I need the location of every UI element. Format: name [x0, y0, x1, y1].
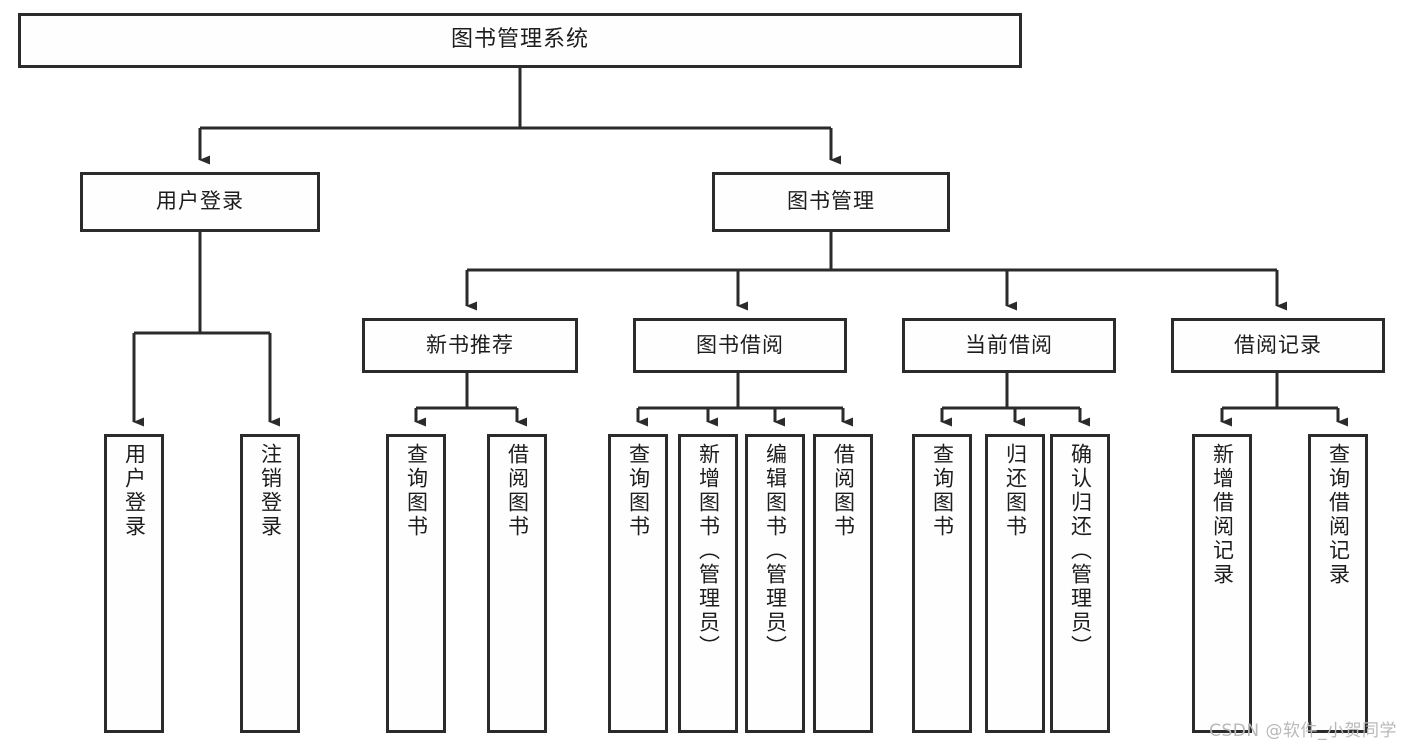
node-leaf-borrow-book-2[interactable]: 借阅图书 — [813, 434, 873, 733]
node-leaf-query-record-label: 查询借阅记录 — [1326, 443, 1351, 587]
node-leaf-query-book-3-label: 查询图书 — [930, 443, 955, 539]
node-leaf-query-book-2[interactable]: 查询图书 — [608, 434, 668, 733]
node-leaf-query-record[interactable]: 查询借阅记录 — [1308, 434, 1368, 733]
node-leaf-add-book[interactable]: 新增图书（管理员） — [678, 434, 738, 733]
node-leaf-confirm-return[interactable]: 确认归还（管理员） — [1050, 434, 1110, 733]
node-root-label: 图书管理系统 — [450, 27, 589, 53]
node-borrow-records-label: 借阅记录 — [1234, 332, 1322, 357]
node-current-borrow-label: 当前借阅 — [965, 332, 1053, 357]
node-new-book-rec-label: 新书推荐 — [426, 332, 514, 357]
node-leaf-edit-book-label: 编辑图书（管理员） — [763, 443, 788, 659]
node-leaf-edit-book[interactable]: 编辑图书（管理员） — [745, 434, 805, 733]
node-leaf-query-book-1-label: 查询图书 — [404, 443, 429, 539]
node-root[interactable]: 图书管理系统 — [18, 13, 1022, 68]
node-leaf-return-book[interactable]: 归还图书 — [985, 434, 1045, 733]
node-leaf-add-record[interactable]: 新增借阅记录 — [1192, 434, 1252, 733]
node-leaf-query-book-1[interactable]: 查询图书 — [386, 434, 446, 733]
node-leaf-query-book-3[interactable]: 查询图书 — [912, 434, 972, 733]
node-book-manage-label: 图书管理 — [787, 189, 875, 214]
node-leaf-return-book-label: 归还图书 — [1003, 443, 1028, 539]
node-borrow-records[interactable]: 借阅记录 — [1171, 318, 1385, 373]
node-leaf-logout[interactable]: 注销登录 — [240, 434, 300, 733]
node-book-borrow[interactable]: 图书借阅 — [633, 318, 847, 373]
node-leaf-user-login-label: 用户登录 — [122, 443, 147, 539]
node-leaf-query-book-2-label: 查询图书 — [626, 443, 651, 539]
node-user-login[interactable]: 用户登录 — [80, 172, 320, 232]
node-leaf-add-book-label: 新增图书（管理员） — [696, 443, 721, 659]
node-book-borrow-label: 图书借阅 — [696, 332, 784, 357]
node-book-manage[interactable]: 图书管理 — [712, 172, 950, 232]
node-leaf-user-login[interactable]: 用户登录 — [104, 434, 164, 733]
node-leaf-logout-label: 注销登录 — [258, 443, 283, 539]
node-leaf-borrow-book-1-label: 借阅图书 — [505, 443, 530, 539]
node-leaf-add-record-label: 新增借阅记录 — [1210, 443, 1235, 587]
node-leaf-borrow-book-2-label: 借阅图书 — [831, 443, 856, 539]
csdn-watermark: CSDN @软件_小贺同学 — [1209, 721, 1397, 741]
node-leaf-borrow-book-1[interactable]: 借阅图书 — [487, 434, 547, 733]
node-user-login-label: 用户登录 — [156, 189, 244, 214]
node-current-borrow[interactable]: 当前借阅 — [902, 318, 1116, 373]
node-leaf-confirm-return-label: 确认归还（管理员） — [1068, 443, 1093, 659]
node-new-book-rec[interactable]: 新书推荐 — [362, 318, 578, 373]
